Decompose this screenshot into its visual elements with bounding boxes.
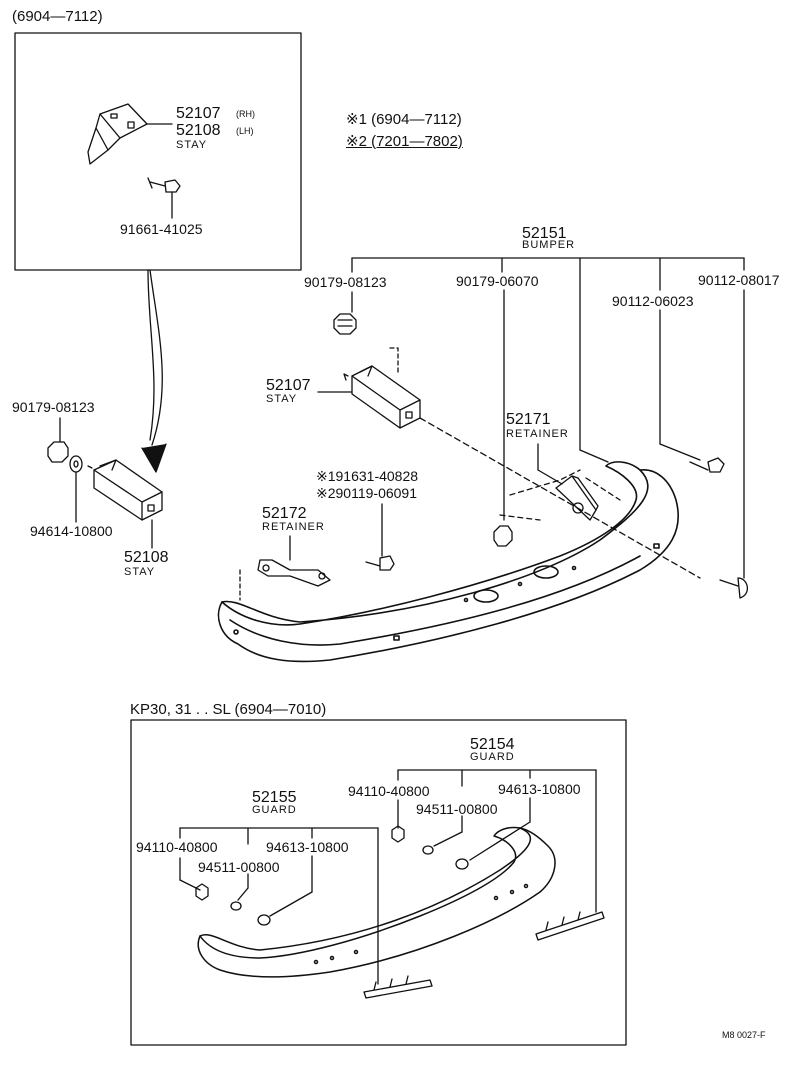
- guard-washer-icon-4: [257, 914, 271, 926]
- guard-nut-icon-2: [195, 883, 209, 901]
- left-nut-icon: [47, 417, 69, 463]
- stay-rh-main-part-number: 52107: [266, 377, 311, 394]
- dashed-guide-3: [499, 514, 541, 521]
- stay-rh-part-number: 52107: [176, 105, 221, 122]
- stay-lh-main-name: STAY: [124, 566, 156, 578]
- inset-box-top: [14, 32, 302, 271]
- stay-lh-main-part-number: 52108: [124, 549, 169, 566]
- inset-bolt-icon: [147, 177, 181, 219]
- stay-rh-side-label: (RH): [236, 109, 255, 119]
- guard-52155-part-3: 94511-00800: [198, 859, 280, 875]
- guard-strip-icon-2: [535, 911, 605, 941]
- bolt-icon-right-2: [719, 577, 748, 599]
- stay-rh-main-name: STAY: [266, 393, 298, 405]
- nut-icon-top: [333, 313, 357, 335]
- dashed-guide-2: [509, 469, 581, 496]
- inset-bolt-part-number: 91661-41025: [120, 221, 203, 237]
- guard-52155-part-number: 52155: [252, 789, 297, 806]
- stay-detail-icon: [87, 103, 173, 165]
- note-2: ※2 (7201—7802): [346, 133, 463, 150]
- fastener-1: 90179-08123: [304, 274, 387, 290]
- stay-lh-part-number: 52108: [176, 122, 221, 139]
- stay-lh-icon: [87, 459, 163, 549]
- guard-52154-part-1: 94110-40800: [348, 783, 430, 799]
- guard-washer-icon-2: [455, 858, 469, 870]
- retainer-lh-icon: [257, 535, 331, 587]
- retainer-rh-icon: [537, 443, 599, 521]
- left-washer-icon: [69, 455, 83, 523]
- guard-52154-name: GUARD: [470, 751, 515, 763]
- bolt-icon-right-1: [689, 457, 725, 473]
- retainer-lh-name: RETAINER: [262, 521, 325, 533]
- guard-inset-box: [130, 719, 627, 1046]
- retainer-rh-part-number: 52171: [506, 411, 551, 428]
- stay-lh-side-label: (LH): [236, 126, 254, 136]
- left-washer-part-number: 94614-10800: [30, 523, 113, 539]
- retainer-rh-name: RETAINER: [506, 428, 569, 440]
- guard-52154-part-2: 94613-10800: [498, 781, 581, 797]
- guard-strip-icon-1: [363, 975, 433, 999]
- bumper-name: BUMPER: [522, 239, 576, 251]
- fastener-4: 90112-06023: [612, 293, 694, 309]
- nut-icon-mid: [493, 525, 513, 547]
- bolt-variant-1: ※191631-40828: [316, 468, 419, 484]
- inset-range-label: (6904—7112): [12, 8, 103, 25]
- guard-52155-callout-lines: [179, 827, 379, 985]
- reference-code: M8 0027-F: [722, 1030, 766, 1040]
- bolt-variant-2: ※290119-06091: [316, 485, 418, 501]
- curved-arrow: [147, 269, 163, 446]
- guard-box-title: KP30, 31 . . SL (6904—7010): [130, 701, 327, 718]
- dashed-guide-4: [585, 477, 621, 501]
- guard-bumper-icon: [197, 826, 556, 978]
- guard-52154-part-number: 52154: [470, 736, 515, 753]
- bumper-part-number: 52151: [522, 225, 567, 242]
- guard-washer-icon-3: [230, 901, 242, 911]
- retainer-bolt-icon: [365, 503, 395, 571]
- guard-washer-icon-1: [422, 845, 434, 855]
- stay-rh-icon: [317, 347, 421, 429]
- guard-52155-part-1: 94110-40800: [136, 839, 218, 855]
- stay-detail-name: STAY: [176, 139, 208, 151]
- guard-52155-part-2: 94613-10800: [266, 839, 349, 855]
- left-nut-part-number: 90179-08123: [12, 399, 95, 415]
- bumper-callout-lines: [351, 257, 745, 579]
- dashed-guide-1: [419, 417, 701, 579]
- retainer-lh-part-number: 52172: [262, 505, 307, 522]
- guard-52154-part-3: 94511-00800: [416, 801, 498, 817]
- bumper-icon: [217, 461, 680, 663]
- fastener-2: 90179-06070: [456, 273, 539, 289]
- arrow-head-icon: [141, 443, 167, 473]
- guard-52155-name: GUARD: [252, 804, 297, 816]
- guard-nut-icon-1: [391, 825, 405, 843]
- fastener-3: 90112-08017: [698, 272, 780, 288]
- note-1: ※1 (6904—7112): [346, 111, 462, 128]
